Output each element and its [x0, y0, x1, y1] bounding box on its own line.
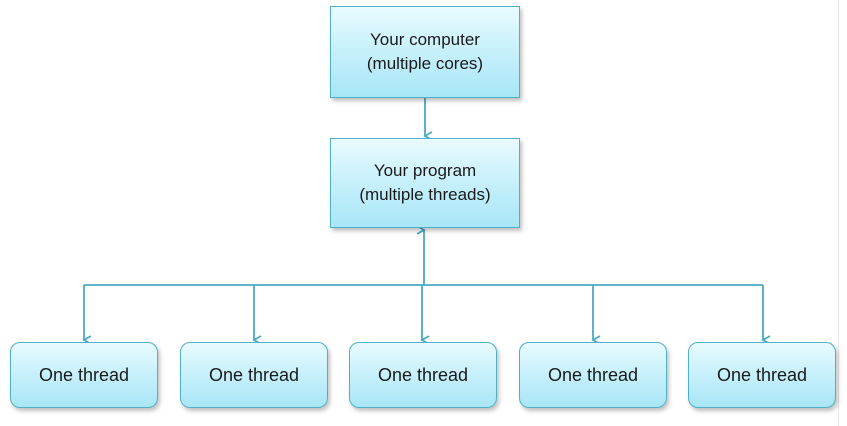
thread-node-5: One thread [688, 342, 836, 408]
thread-node-label: One thread [208, 364, 300, 385]
program-node-subtitle: (multiple threads) [359, 185, 491, 204]
thread-node-1: One thread [10, 342, 158, 408]
thread-node-3: One thread [349, 342, 497, 408]
thread-node-4: One thread [519, 342, 667, 408]
edge-divider [838, 0, 839, 426]
thread-node-label: One thread [38, 364, 130, 385]
thread-node-label: One thread [377, 364, 469, 385]
program-node-title: Your program [373, 161, 477, 180]
computer-node-title: Your computer [370, 30, 480, 49]
computer-node: Your computer (multiple cores) [330, 6, 520, 98]
thread-node-2: One thread [180, 342, 328, 408]
program-node: Your program (multiple threads) [330, 138, 520, 228]
computer-node-subtitle: (multiple cores) [366, 54, 484, 73]
thread-node-label: One thread [547, 364, 639, 385]
thread-node-label: One thread [716, 364, 808, 385]
